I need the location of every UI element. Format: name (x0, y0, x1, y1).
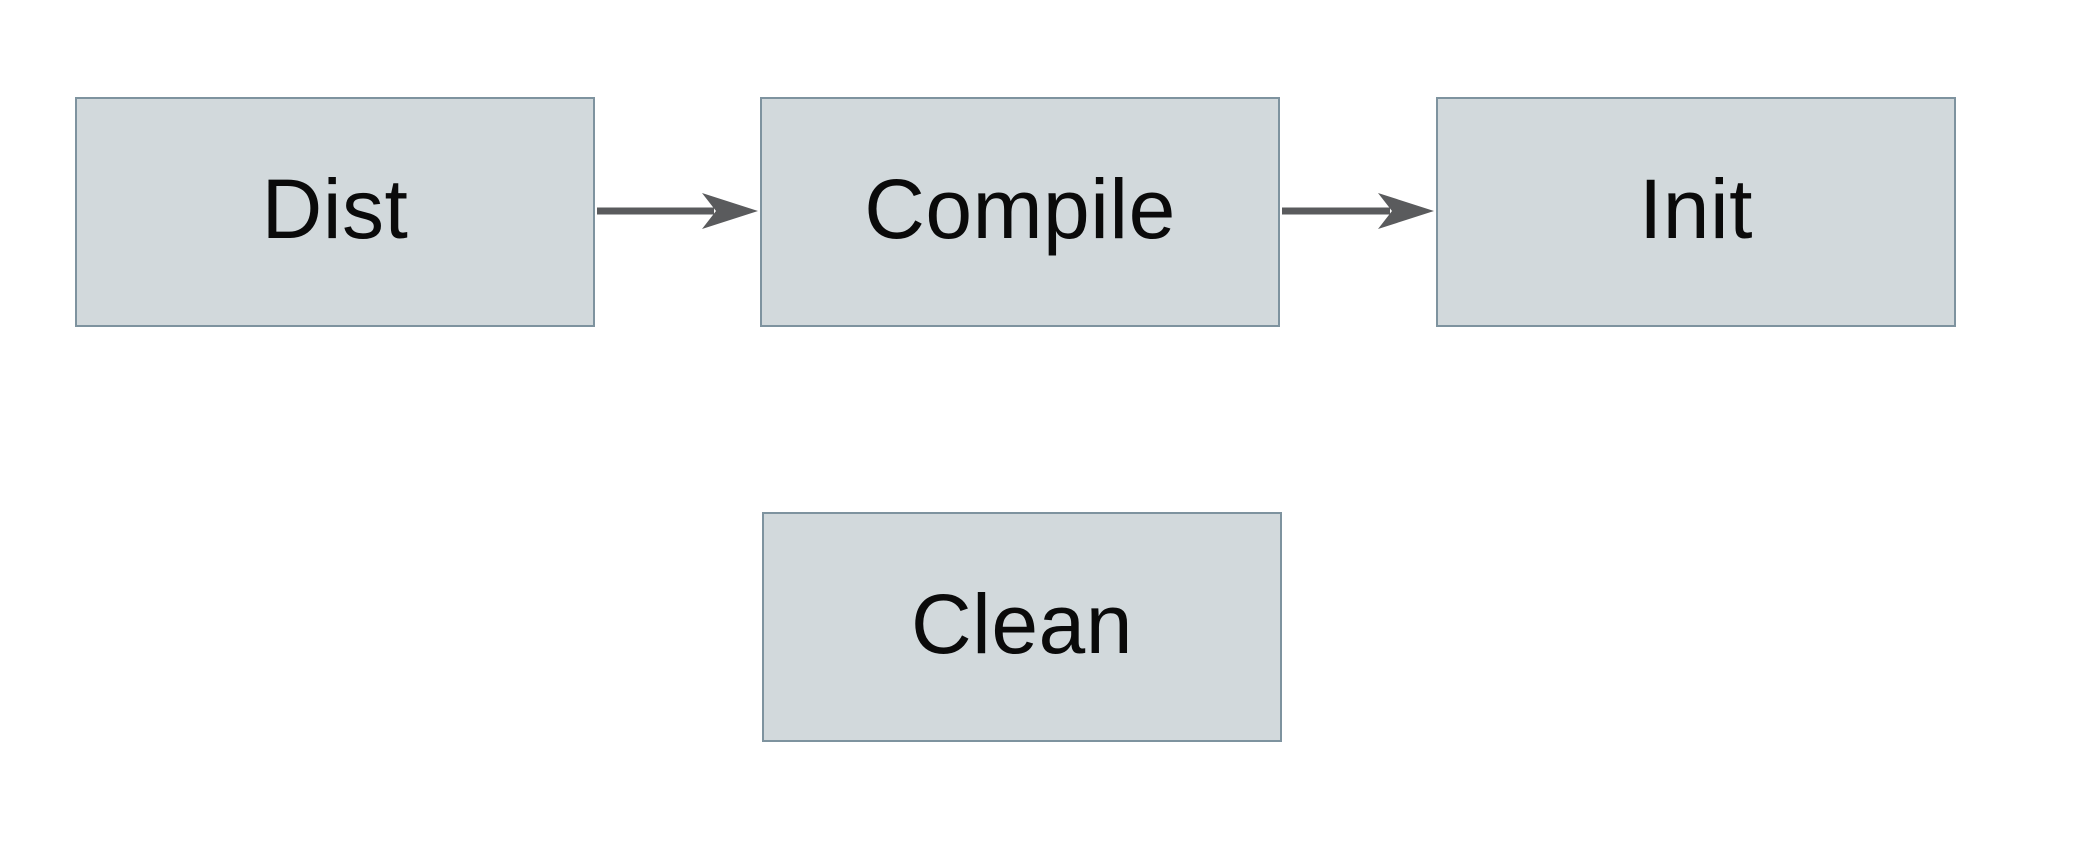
node-init[interactable]: Init (1436, 97, 1956, 327)
node-init-label: Init (1638, 162, 1754, 256)
arrow-compile-to-init[interactable] (1282, 193, 1434, 229)
arrowhead-icon (702, 193, 758, 229)
node-compile-label: Compile (864, 162, 1176, 256)
node-dist[interactable]: Dist (75, 97, 595, 327)
node-clean[interactable]: Clean (762, 512, 1282, 742)
node-dist-label: Dist (261, 162, 409, 256)
arrow-dist-to-compile[interactable] (597, 193, 758, 229)
node-compile[interactable]: Compile (760, 97, 1280, 327)
arrowhead-icon (1378, 193, 1434, 229)
node-clean-label: Clean (911, 577, 1133, 671)
